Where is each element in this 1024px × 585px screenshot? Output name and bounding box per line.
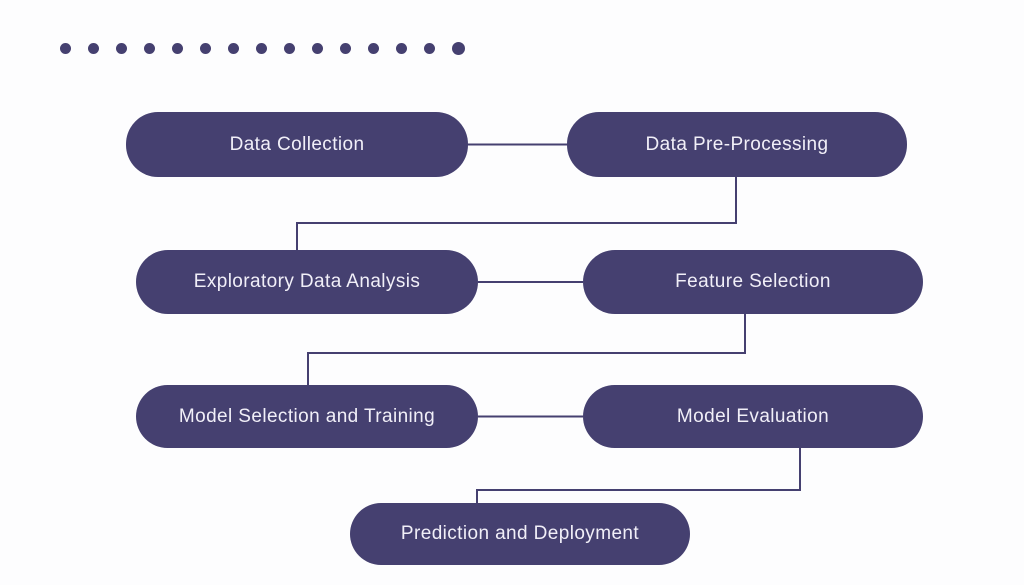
node-model-selection-and-training: Model Selection and Training	[136, 385, 478, 448]
node-label: Model Selection and Training	[178, 405, 436, 427]
dot-icon	[284, 42, 295, 54]
node-label: Feature Selection	[675, 271, 831, 292]
node-exploratory-data-analysis: Exploratory Data Analysis	[136, 250, 478, 314]
dot-icon	[88, 42, 99, 54]
node-data-pre-processing: Data Pre-Processing	[567, 112, 907, 177]
dot-icon	[256, 42, 267, 54]
node-feature-selection: Feature Selection	[583, 250, 923, 314]
dot-icon	[396, 42, 407, 54]
node-label: Prediction and Deployment	[400, 523, 640, 544]
node-label: Data Collection	[229, 133, 365, 155]
dot-icon	[452, 41, 465, 55]
dot-icon	[228, 42, 239, 54]
dot-icon	[60, 42, 71, 54]
node-prediction-and-deployment: Prediction and Deployment	[350, 503, 690, 565]
node-label: Data Pre-Processing	[645, 133, 829, 155]
edge-feature-selection-to-model-selection-and-training	[307, 314, 746, 385]
edge-model-evaluation-to-prediction-and-deployment	[476, 448, 801, 503]
dot-icon	[172, 42, 183, 54]
node-data-collection: Data Collection	[126, 112, 468, 177]
dot-icon	[200, 42, 211, 54]
dot-row	[60, 41, 465, 55]
dot-icon	[116, 42, 127, 54]
dot-icon	[368, 42, 379, 54]
node-model-evaluation: Model Evaluation	[583, 385, 923, 448]
dot-icon	[312, 42, 323, 54]
dot-icon	[340, 42, 351, 54]
dot-icon	[424, 42, 435, 54]
node-label: Exploratory Data Analysis	[193, 271, 421, 292]
dot-icon	[144, 42, 155, 54]
node-label: Model Evaluation	[676, 405, 830, 427]
edge-data-pre-processing-to-exploratory-data-analysis	[296, 177, 737, 250]
